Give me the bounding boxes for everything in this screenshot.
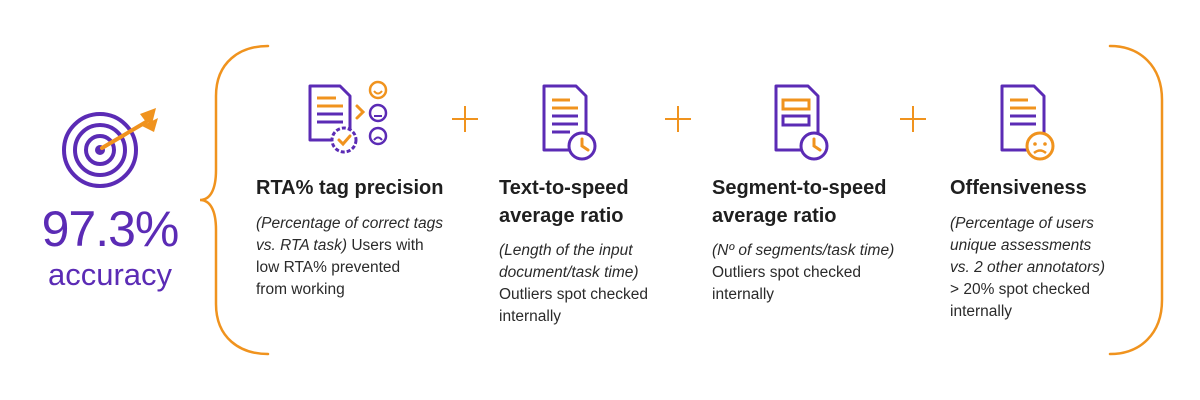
description-line: (Percentage of users [950,213,1150,235]
description-line: > 20% spot checked [950,279,1150,301]
description-line: vs. RTA task) Users with [256,235,476,257]
column-description: (Nº of segments/task time) Outliers spot … [712,240,932,306]
description-line: low RTA% prevented [256,257,476,279]
description-line: Outliers spot checked [712,262,932,284]
document-clock-icon [542,84,597,161]
document-sad-face-icon [1000,84,1055,161]
description-text: low RTA% prevented [256,259,401,276]
description-italic-text: vs. 2 other annotators) [950,259,1106,276]
column-title: RTA% tag precision [256,177,444,199]
description-italic-text: (Percentage of users [950,215,1094,232]
description-line: unique assessments [950,235,1150,257]
description-line: internally [950,301,1150,323]
description-line: Outliers spot checked [499,284,699,306]
description-line: (Percentage of correct tags [256,213,476,235]
description-text: > 20% spot checked [950,281,1091,298]
description-text: Outliers spot checked [499,286,649,303]
description-line: (Length of the input [499,240,699,262]
document-check-emoji-icon [308,80,388,154]
description-line: vs. 2 other annotators) [950,257,1150,279]
description-line: internally [712,284,932,306]
description-italic-text: (Percentage of correct tags [256,215,443,232]
description-line: document/task time) [499,262,699,284]
column-description: (Percentage of users unique assessments vs… [950,213,1150,323]
column-title: Text-to-speed average ratio [499,177,629,227]
description-line: from working [256,279,476,301]
plus-icon [452,106,478,132]
accuracy-value: 97.3% [41,201,180,257]
column-title: Offensiveness [950,177,1087,199]
description-text: from working [256,281,345,298]
column-description: (Length of the input document/task time) O… [499,240,699,328]
description-italic-text: (Length of the input [499,242,633,259]
plus-icon [665,106,691,132]
description-line: internally [499,306,699,328]
description-italic-text: document/task time) [499,264,639,281]
description-italic-text: vs. RTA task) [256,237,348,254]
description-text: Users with [347,237,424,254]
description-line: (Nº of segments/task time) [712,240,932,262]
accuracy-label: accuracy [47,257,173,292]
description-text: internally [499,308,562,325]
description-text: Outliers spot checked [712,264,862,281]
description-italic-text: (Nº of segments/task time) [712,242,895,259]
plus-icon [900,106,926,132]
description-text: internally [712,286,775,303]
target-arrow-icon [62,108,158,188]
description-text: internally [950,303,1013,320]
column-description: (Percentage of correct tags vs. RTA task)… [256,213,476,301]
description-italic-text: unique assessments [950,237,1092,254]
column-title: Segment-to-speed average ratio [712,177,887,227]
segment-document-clock-icon [774,84,829,161]
